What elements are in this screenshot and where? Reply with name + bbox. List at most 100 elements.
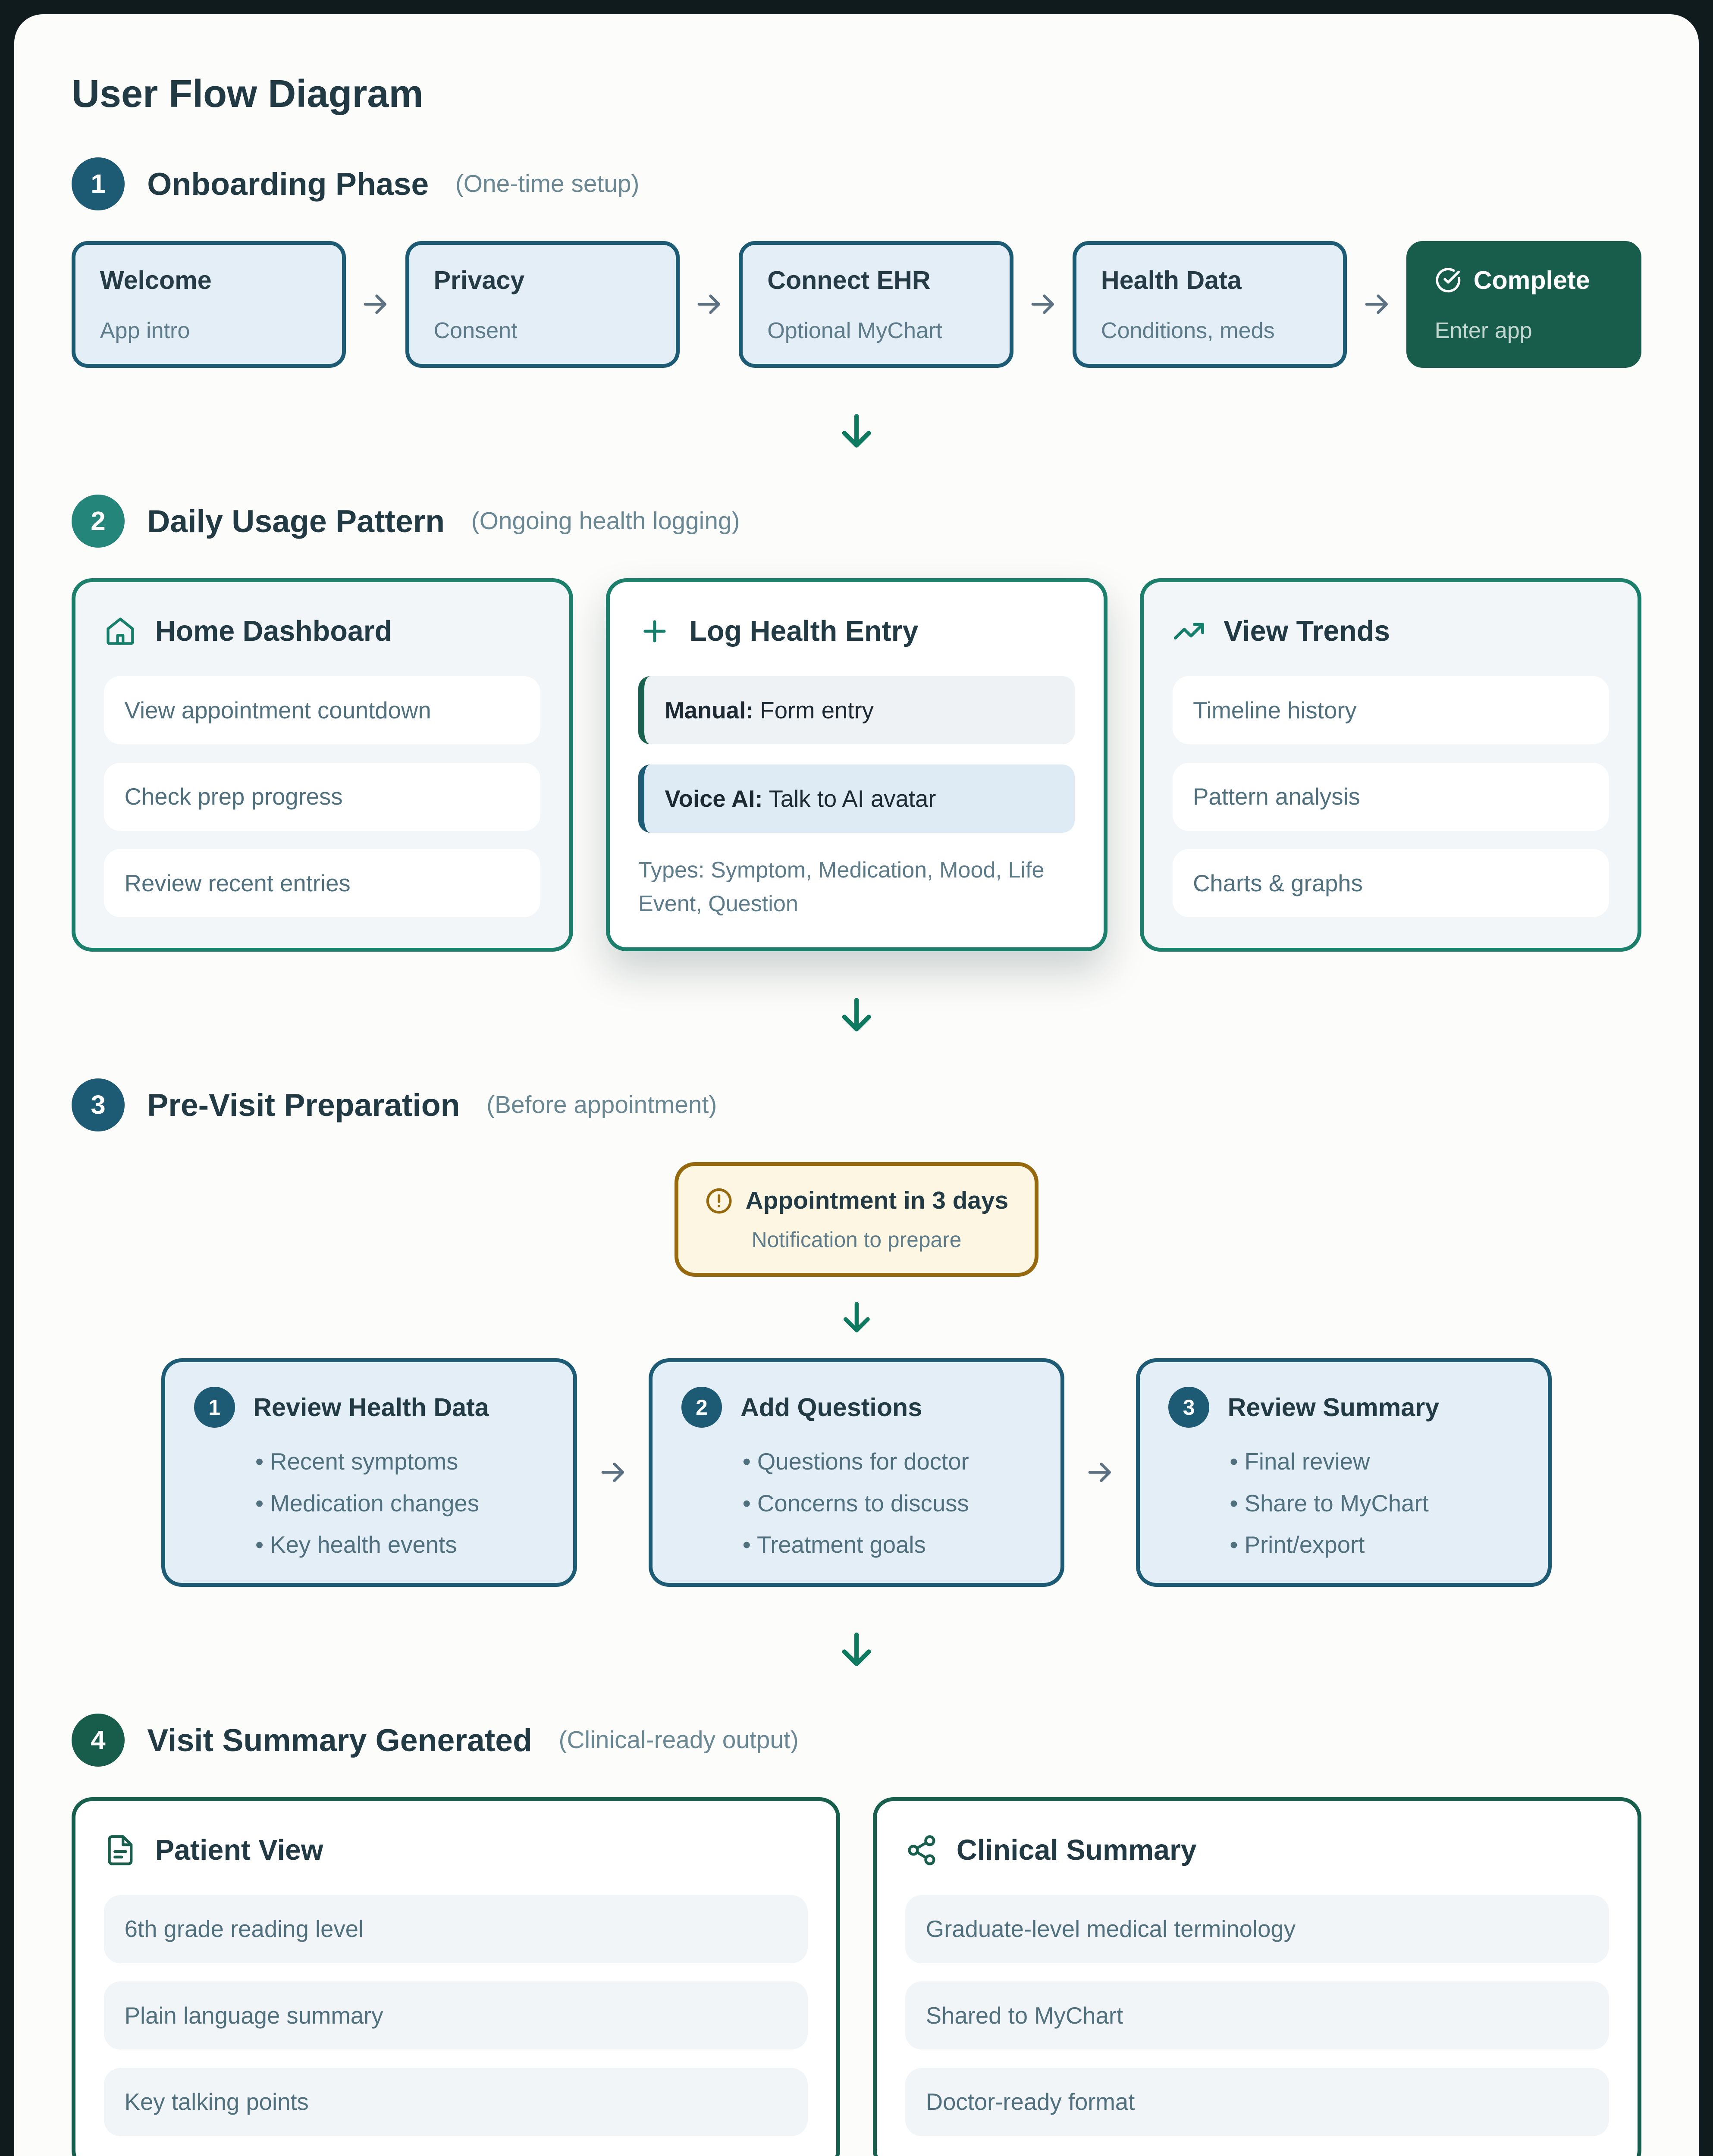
list-item: View appointment countdown <box>104 676 541 745</box>
clinical-summary-card[interactable]: Clinical Summary Graduate-level medical … <box>872 1797 1642 2156</box>
bullet-item: Treatment goals <box>743 1531 1032 1558</box>
list-item: Review recent entries <box>104 849 541 917</box>
bullet-item: Questions for doctor <box>743 1448 1032 1475</box>
step-bullet-list: Final review Share to MyChart Print/expo… <box>1168 1448 1519 1558</box>
bullet-item: Medication changes <box>255 1490 545 1517</box>
step-subtitle: Consent <box>433 318 518 343</box>
step-number-badge: 3 <box>1168 1387 1209 1428</box>
arrow-right-icon <box>598 1457 628 1488</box>
previsit-steps-row: 1 Review Health Data Recent symptoms Med… <box>72 1358 1641 1587</box>
step-subtitle: Optional MyChart <box>767 318 942 343</box>
list-item: Timeline history <box>1172 676 1609 745</box>
list-item: Plain language summary <box>104 1981 808 2050</box>
phase4-subtitle: (Clinical-ready output) <box>558 1726 799 1754</box>
bullet-item: Final review <box>1230 1448 1519 1475</box>
step-title: Complete <box>1473 266 1590 295</box>
entry-types-note: Types: Symptom, Medication, Mood, Life E… <box>638 857 1045 916</box>
phase3-number-badge: 3 <box>71 1078 125 1132</box>
list-item: Doctor-ready format <box>905 2068 1609 2136</box>
step-subtitle: Conditions, meds <box>1101 318 1275 343</box>
phase1-subtitle: (One-time setup) <box>455 170 640 197</box>
step-title: Welcome <box>100 266 212 295</box>
daily-usage-cards: Home Dashboard View appointment countdow… <box>71 578 1642 952</box>
check-circle-icon <box>1435 267 1462 294</box>
list-item: Key talking points <box>104 2068 808 2136</box>
list-item: Shared to MyChart <box>905 1981 1609 2050</box>
view-trends-card[interactable]: View Trends Timeline history Pattern ana… <box>1140 578 1642 952</box>
trending-up-icon <box>1173 615 1205 648</box>
plus-icon <box>638 615 671 648</box>
home-dashboard-card[interactable]: Home Dashboard View appointment countdow… <box>71 578 573 952</box>
previsit-step-add-questions[interactable]: 2 Add Questions Questions for doctor Con… <box>649 1358 1064 1587</box>
onboarding-step-welcome[interactable]: Welcome App intro <box>71 241 346 368</box>
phase4-header: 4 Visit Summary Generated (Clinical-read… <box>71 1713 1641 1767</box>
option-label: Manual: <box>665 697 754 724</box>
card-title: Log Health Entry <box>689 615 919 647</box>
notification-subtitle: Notification to prepare <box>751 1228 962 1252</box>
entry-option-manual[interactable]: Manual: Form entry <box>638 676 1075 745</box>
notification-title: Appointment in 3 days <box>745 1187 1009 1215</box>
onboarding-step-connect-ehr[interactable]: Connect EHR Optional MyChart <box>739 241 1013 368</box>
phase4-number-badge: 4 <box>71 1713 125 1767</box>
phase2-title: Daily Usage Pattern <box>147 503 445 539</box>
summary-cards: Patient View 6th grade reading level Pla… <box>71 1797 1642 2156</box>
list-item: Pattern analysis <box>1172 762 1609 831</box>
step-title: Connect EHR <box>767 266 931 295</box>
log-health-entry-card[interactable]: Log Health Entry Manual: Form entry Voic… <box>606 578 1107 951</box>
alert-circle-icon <box>705 1187 733 1215</box>
phase2-subtitle: (Ongoing health logging) <box>471 507 740 535</box>
page-title: User Flow Diagram <box>71 72 424 116</box>
arrow-right-icon <box>694 289 725 320</box>
previsit-step-review-health-data[interactable]: 1 Review Health Data Recent symptoms Med… <box>161 1358 577 1587</box>
step-bullet-list: Questions for doctor Concerns to discuss… <box>681 1448 1032 1558</box>
onboarding-flow-row: Welcome App intro Privacy Consent Connec… <box>71 241 1642 368</box>
card-title: Patient View <box>155 1834 323 1866</box>
card-title: Home Dashboard <box>155 615 392 647</box>
list-item: Graduate-level medical terminology <box>905 1895 1609 1963</box>
step-title: Review Summary <box>1227 1393 1440 1422</box>
phase1-title: Onboarding Phase <box>147 166 429 202</box>
phase1-header: 1 Onboarding Phase (One-time setup) <box>71 157 1641 210</box>
arrow-down-icon <box>72 993 1641 1037</box>
appointment-notification: Appointment in 3 days Notification to pr… <box>675 1162 1038 1277</box>
arrow-down-icon <box>72 1627 1641 1672</box>
patient-view-card[interactable]: Patient View 6th grade reading level Pla… <box>71 1797 841 2156</box>
step-title: Health Data <box>1101 266 1242 295</box>
arrow-right-icon <box>1085 1457 1115 1488</box>
list-item: 6th grade reading level <box>104 1895 808 1963</box>
step-bullet-list: Recent symptoms Medication changes Key h… <box>194 1448 545 1558</box>
onboarding-step-health-data[interactable]: Health Data Conditions, meds <box>1073 241 1347 368</box>
previsit-step-review-summary[interactable]: 3 Review Summary Final review Share to M… <box>1136 1358 1552 1587</box>
phase4-title: Visit Summary Generated <box>147 1722 532 1758</box>
step-title: Add Questions <box>740 1393 922 1422</box>
list-item: Check prep progress <box>104 762 541 831</box>
option-label: Voice AI: <box>665 785 763 812</box>
entry-option-voice-ai[interactable]: Voice AI: Talk to AI avatar <box>638 765 1075 833</box>
onboarding-step-privacy[interactable]: Privacy Consent <box>405 241 680 368</box>
phase3-header: 3 Pre-Visit Preparation (Before appointm… <box>71 1078 1641 1132</box>
phase3-subtitle: (Before appointment) <box>486 1091 717 1119</box>
arrow-right-icon <box>1362 289 1392 320</box>
step-number-badge: 1 <box>194 1387 235 1428</box>
onboarding-step-complete[interactable]: Complete Enter app <box>1406 241 1642 368</box>
arrow-down-icon <box>72 1297 1641 1338</box>
bullet-item: Share to MyChart <box>1230 1490 1519 1517</box>
step-subtitle: Enter app <box>1434 318 1532 343</box>
bullet-item: Recent symptoms <box>255 1448 545 1475</box>
document-icon <box>104 1834 137 1867</box>
phase1-number-badge: 1 <box>71 157 125 210</box>
phase2-header: 2 Daily Usage Pattern (Ongoing health lo… <box>71 494 1641 548</box>
step-title: Privacy <box>433 266 525 295</box>
arrow-down-icon <box>72 409 1641 454</box>
card-title: View Trends <box>1224 615 1390 647</box>
option-text: Talk to AI avatar <box>769 785 936 812</box>
bullet-item: Concerns to discuss <box>743 1490 1032 1517</box>
card-title: Clinical Summary <box>956 1834 1197 1866</box>
arrow-right-icon <box>360 289 391 320</box>
bullet-item: Print/export <box>1230 1531 1519 1558</box>
option-text: Form entry <box>760 697 874 724</box>
step-title: Review Health Data <box>253 1393 489 1422</box>
step-number-badge: 2 <box>681 1387 722 1428</box>
diagram-canvas: User Flow Diagram 1 Onboarding Phase (On… <box>14 14 1699 2156</box>
